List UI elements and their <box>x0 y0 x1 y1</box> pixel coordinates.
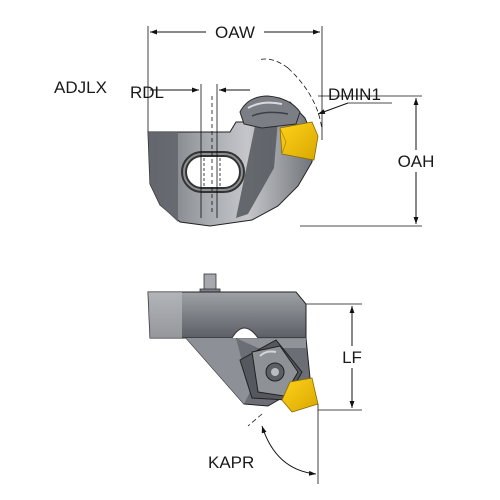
dmin1-arc <box>287 67 323 131</box>
label-dmin1: DMIN1 <box>328 85 381 104</box>
kapr-arc <box>261 425 317 476</box>
label-oah: OAH <box>398 152 435 171</box>
label-kapr: KAPR <box>208 453 254 472</box>
top-view: OAW ADJLX RDL DMIN1 OAH <box>54 20 448 227</box>
label-lf: LF <box>342 348 362 367</box>
top-slot <box>181 151 245 193</box>
top-body-wedge <box>236 120 278 218</box>
top-body-shadow <box>148 132 178 222</box>
label-adjlx: ADJLX <box>54 78 107 97</box>
front-view: LF KAPR <box>147 273 374 484</box>
label-oaw: OAW <box>215 23 255 42</box>
front-insert <box>281 377 319 413</box>
top-insert <box>279 121 319 161</box>
label-rdl: RDL <box>130 83 164 102</box>
